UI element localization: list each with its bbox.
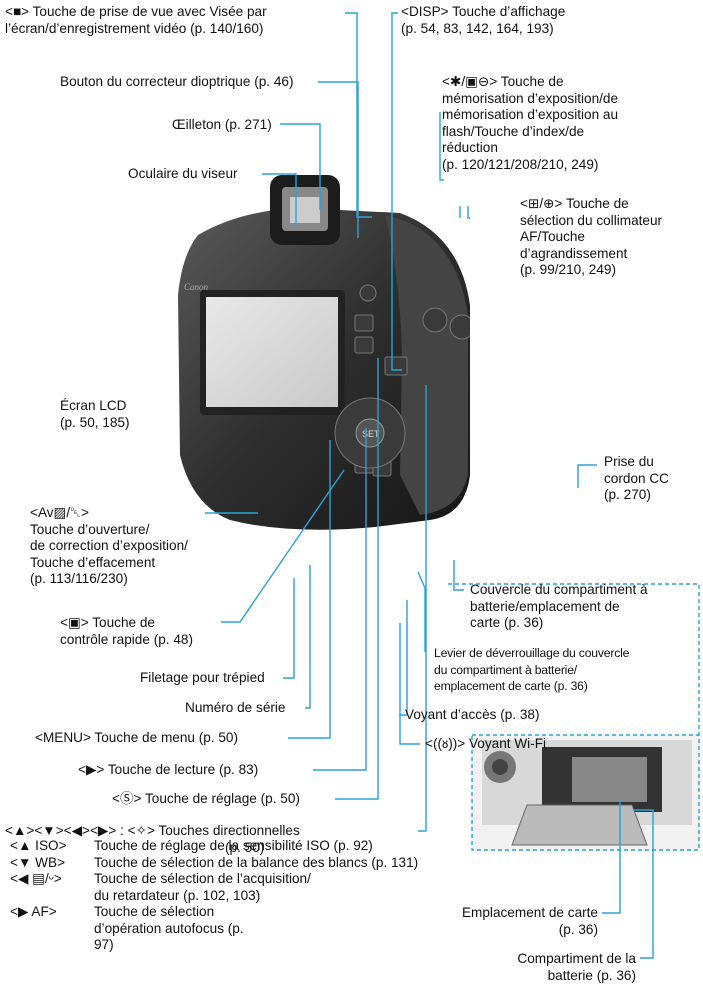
battery-compartment-inset [472, 735, 700, 850]
camera-back-illustration: SET Canon [178, 175, 470, 530]
label-set-button: <Ⓢ> Touche de réglage (p. 50) [112, 791, 300, 806]
label-card-slot: Emplacement de carte (p. 36) [461, 905, 598, 937]
live-view-icon: <■> [5, 4, 30, 19]
label-dc-cord: Prise du cordon CC (p. 270) [604, 454, 669, 502]
label-lcd-screen: Écran LCD (p. 50, 185) [60, 398, 130, 430]
label-aperture-button: <Av▨/␡> Touche d’ouverture/ de correctio… [30, 505, 188, 586]
label-serial-number: Numéro de série [185, 700, 286, 715]
svg-text:Canon: Canon [184, 282, 209, 292]
label-live-view-button: <■> Touche de prise de vue avec Visée pa… [5, 4, 267, 36]
key-row-af: <▶ AF> Touche de sélection d’opération a… [10, 904, 244, 952]
label-eyecup: Œilleton (p. 271) [172, 117, 272, 132]
label-battery-compartment: Compartiment de la batterie (p. 36) [517, 951, 636, 983]
label-menu-button: <MENU> Touche de menu (p. 50) [35, 730, 239, 745]
key-row-wb: <▼ WB> Touche de sélection de la balance… [10, 854, 419, 870]
key-row-iso: <▲ ISO> Touche de réglage de la sensibil… [10, 838, 373, 853]
label-quick-control: <▣> Touche de contrôle rapide (p. 48) [60, 615, 193, 647]
label-battery-cover: Couvercle du compartiment à batterie/emp… [470, 582, 648, 630]
key-row-drive: <◀ ▤/ᵕ> Touche de sélection de l’acquisi… [10, 871, 311, 903]
label-eyepiece: Oculaire du viseur [128, 166, 238, 181]
label-cross-keys: <▲><▼><◀><▶> : <✧> Touches directionnell… [5, 823, 300, 855]
label-release-lever: Levier de déverrouillage du couvercle du… [434, 646, 630, 693]
label-access-lamp: Voyant d’accès (p. 38) [405, 707, 540, 722]
label-af-point-button: <⊞/⊕> Touche de sélection du collimateur… [520, 196, 663, 277]
svg-text:SET: SET [362, 429, 380, 439]
label-disp-button: <DISP> Touche d’affichage (p. 54, 83, 14… [401, 4, 566, 36]
label-diopter-knob: Bouton du correcteur dioptrique (p. 46) [60, 74, 294, 89]
label-tripod-socket: Filetage pour trépied [140, 670, 265, 685]
key-legend: <▲ ISO> Touche de réglage de la sensibil… [10, 838, 494, 954]
label-playback-button: <▶> Touche de lecture (p. 83) [78, 762, 259, 777]
label-ae-lock-button: <✱/▣⊖> Touche de mémorisation d’expositi… [442, 74, 619, 172]
label-wifi-lamp: <((ᴕ))> Voyant Wi-Fi [425, 736, 547, 751]
